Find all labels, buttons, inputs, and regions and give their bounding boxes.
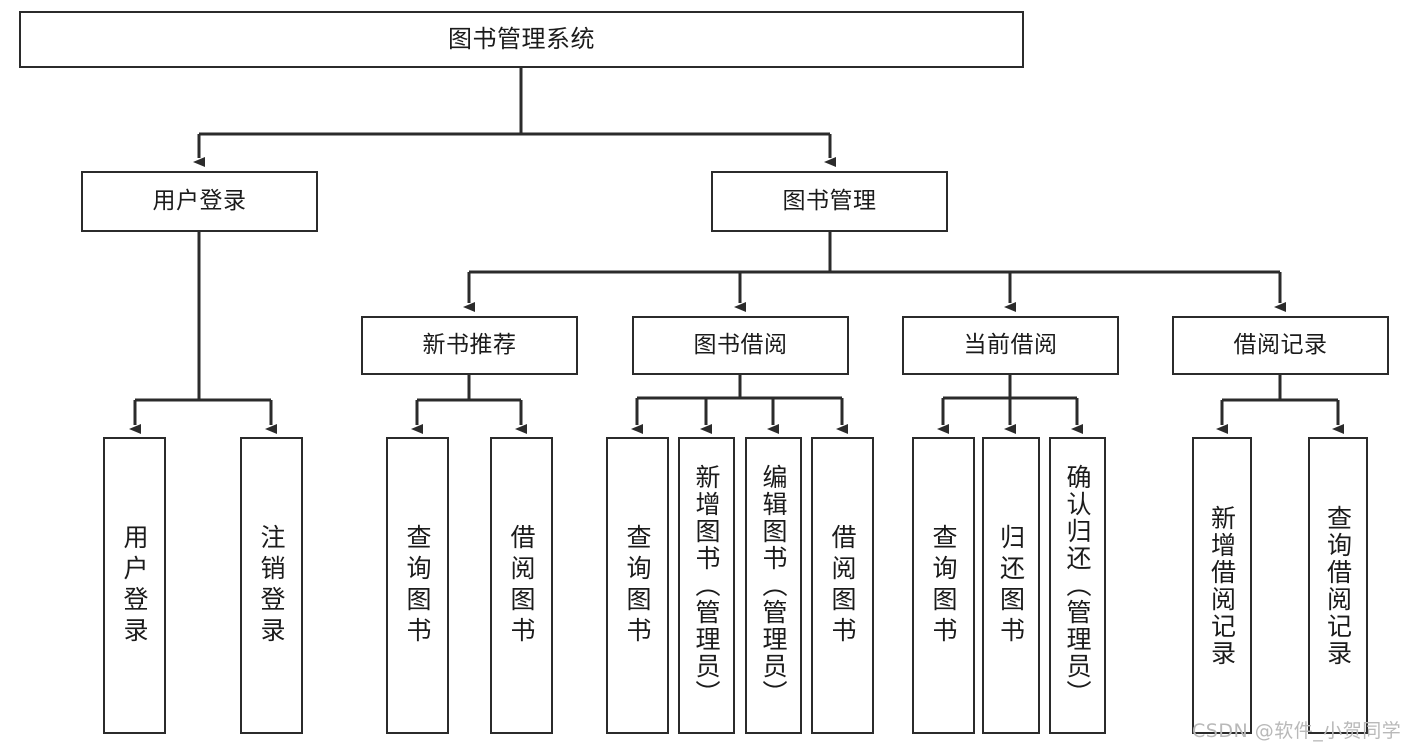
node-label: 图书借阅 bbox=[693, 331, 788, 358]
leaf-borrow-book[interactable]: 借阅图书 bbox=[811, 437, 874, 734]
csdn-watermark: CSDN @软件_小贺同学 bbox=[1192, 720, 1402, 742]
node-label: 当前借阅 bbox=[963, 331, 1058, 358]
node-root-book-management-system[interactable]: 图书管理系统 bbox=[19, 11, 1024, 68]
node-new-book-recommendation[interactable]: 新书推荐 bbox=[361, 316, 578, 375]
node-label: 图书管理系统 bbox=[448, 25, 595, 54]
node-label: 确认归还（管理员） bbox=[1063, 464, 1092, 707]
node-label: 新增借阅记录 bbox=[1207, 504, 1237, 667]
node-label: 用户登录 bbox=[120, 523, 149, 648]
leaf-add-borrow-record[interactable]: 新增借阅记录 bbox=[1192, 437, 1252, 734]
leaf-user-login[interactable]: 用户登录 bbox=[103, 437, 166, 734]
node-label: 用户登录 bbox=[152, 187, 247, 214]
node-label: 编辑图书（管理员） bbox=[759, 464, 788, 707]
leaf-query-book-recommend[interactable]: 查询图书 bbox=[386, 437, 449, 734]
node-label: 查询借阅记录 bbox=[1323, 504, 1353, 667]
leaf-borrow-book-recommend[interactable]: 借阅图书 bbox=[490, 437, 553, 734]
node-current-borrow[interactable]: 当前借阅 bbox=[902, 316, 1119, 375]
node-label: 查询图书 bbox=[403, 523, 432, 648]
leaf-add-book-admin[interactable]: 新增图书（管理员） bbox=[678, 437, 735, 734]
node-book-borrow[interactable]: 图书借阅 bbox=[632, 316, 849, 375]
node-label: 查询图书 bbox=[929, 523, 958, 648]
leaf-query-book-current[interactable]: 查询图书 bbox=[912, 437, 975, 734]
leaf-query-book-borrow[interactable]: 查询图书 bbox=[606, 437, 669, 734]
node-book-management[interactable]: 图书管理 bbox=[711, 171, 948, 232]
node-label: 借阅图书 bbox=[828, 523, 857, 648]
node-label: 新书推荐 bbox=[422, 331, 517, 358]
leaf-confirm-return-admin[interactable]: 确认归还（管理员） bbox=[1049, 437, 1106, 734]
node-label: 归还图书 bbox=[996, 523, 1026, 648]
node-label: 注销登录 bbox=[257, 523, 286, 648]
node-borrow-record[interactable]: 借阅记录 bbox=[1172, 316, 1389, 375]
leaf-query-borrow-record[interactable]: 查询借阅记录 bbox=[1308, 437, 1368, 734]
node-label: 查询图书 bbox=[623, 523, 652, 648]
leaf-return-book[interactable]: 归还图书 bbox=[982, 437, 1040, 734]
leaf-logout-login[interactable]: 注销登录 bbox=[240, 437, 303, 734]
node-label: 图书管理 bbox=[782, 187, 877, 214]
node-label: 借阅记录 bbox=[1233, 331, 1328, 358]
node-label: 新增图书（管理员） bbox=[692, 464, 721, 707]
node-label: 借阅图书 bbox=[507, 523, 536, 648]
node-user-login[interactable]: 用户登录 bbox=[81, 171, 318, 232]
leaf-edit-book-admin[interactable]: 编辑图书（管理员） bbox=[745, 437, 802, 734]
